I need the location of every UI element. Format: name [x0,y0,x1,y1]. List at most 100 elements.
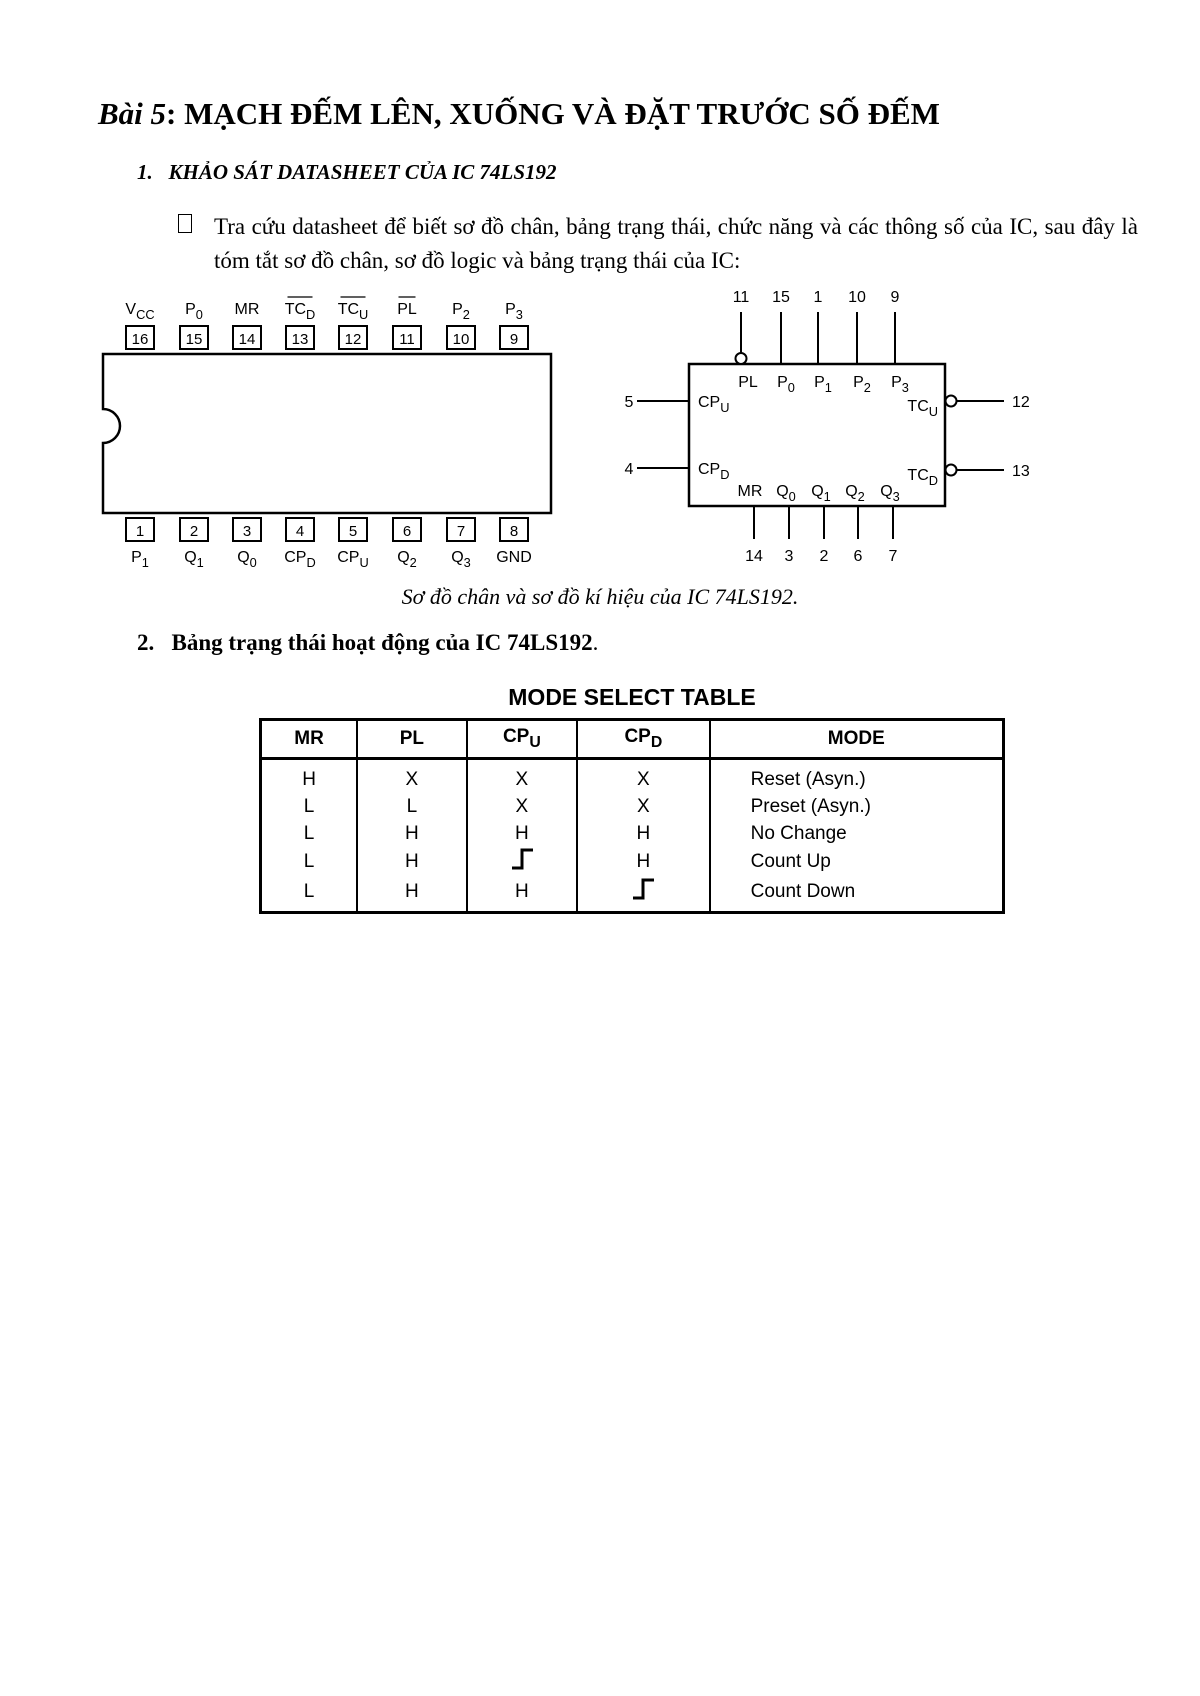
bullet-box-icon [178,214,192,233]
logic-right-pin-12: 12 TCU [907,394,1029,419]
table-cell: H [356,877,468,913]
rising-edge-icon [576,877,711,913]
pin-label: TCD [285,301,316,322]
table-cell: L [259,847,359,877]
table-cell: H [465,877,579,913]
pin-number: 8 [510,523,518,540]
pin-top-14: 14 MR [232,301,262,350]
pin-label: Q2 [397,549,417,570]
table-cell: H [465,820,579,847]
logic-top-pin-1: 1P1 [814,289,832,395]
table-cell: L [259,793,359,820]
pin-label: P3 [891,374,909,395]
pin-number: 12 [345,331,362,348]
pin-label: GND [496,549,532,566]
pin-number: 6 [403,523,411,540]
logic-bottom-pin-14: 14 MR [738,483,763,565]
table-cell: H [356,820,468,847]
inversion-bubble [944,463,958,477]
table-cell: L [259,877,359,913]
pin-label: CPU [698,394,729,415]
pin-number: 14 [745,548,763,565]
pin-box [285,325,315,350]
pin-label: P2 [853,374,871,395]
pin-box [392,517,422,542]
lesson-number: Bài 5 [98,96,167,131]
pin-number: 9 [891,289,900,306]
page-title: Bài 5: MẠCH ĐẾM LÊN, XUỐNG VÀ ĐẶT TRƯỚC … [98,96,940,132]
pin-number: 10 [453,331,470,348]
pin-number: 15 [186,331,203,348]
pin-label: PL [738,374,758,391]
pin-label: P3 [505,301,523,322]
pin-box [125,517,155,542]
column-header-cpu: CPU [465,718,579,760]
pin-number: 6 [854,548,863,565]
section-2-title: Bảng trạng thái hoạt động của IC 74LS192 [171,630,593,655]
column-header-mr: MR [259,718,359,760]
pin-box [338,517,368,542]
table-cell: X [356,758,468,793]
table-cell: No Change [708,820,1005,847]
pin-number: 3 [785,548,794,565]
pin-label: Q3 [880,483,900,504]
pin-number: 2 [190,523,198,540]
pin-number: 11 [733,289,750,306]
table-cell: X [576,793,711,820]
pin-label: P0 [777,374,795,395]
pin-label: Q0 [776,483,796,504]
table-cell: Preset (Asyn.) [708,793,1005,820]
pin-label: TCU [907,398,938,419]
pin-bottom-1: 1P1 [125,517,155,570]
pin-label: PL [397,301,417,318]
section-1-title: KHẢO SÁT DATASHEET CỦA IC 74LS192 [168,160,557,184]
pin-label: P0 [185,301,203,322]
table-cell: Count Up [708,847,1005,877]
pin-label: Q1 [184,549,204,570]
section-2-heading: 2. Bảng trạng thái hoạt động của IC 74LS… [137,630,598,656]
ic-diagrams: 16VCC15P014MR13TCD12TCU11PL10P29P31P12Q1… [101,289,1030,570]
pin-bottom-7: 7Q3 [446,517,476,570]
logic-bottom-pin-3: 3 Q0 [776,483,796,565]
pin-label: Q3 [451,549,471,570]
table-cell: H [576,820,711,847]
logic-left-pin-4: 4 CPD [625,461,730,482]
bullet-text: Tra cứu datasheet để biết sơ đồ chân, bả… [214,214,1138,273]
pin-number: 12 [1012,394,1030,411]
pin-label: TCU [338,301,369,322]
pin-number: 1 [814,289,823,306]
pin-label: CPD [698,461,729,482]
inversion-bubble [944,394,958,408]
pin-box [338,325,368,350]
table-cell: H [356,847,468,877]
logic-bottom-pin-6: 6Q2 [845,483,865,565]
pin-bottom-3: 3Q0 [232,517,262,570]
pin-number: 16 [132,331,149,348]
pin-number: 14 [239,331,256,348]
pin-label: MR [738,483,763,500]
pin-box [179,517,209,542]
pin-box [125,325,155,350]
pin-box [285,517,315,542]
pin-number: 10 [848,289,866,306]
pin-top-9: 9P3 [499,301,529,350]
table-cell: X [465,793,579,820]
pin-label: MR [235,301,260,318]
pin-number: 4 [625,461,634,478]
pin-box [179,325,209,350]
table-cell: Count Down [708,877,1005,913]
rising-edge-icon [465,847,579,877]
pin-box [446,325,476,350]
pin-label: P1 [814,374,832,395]
